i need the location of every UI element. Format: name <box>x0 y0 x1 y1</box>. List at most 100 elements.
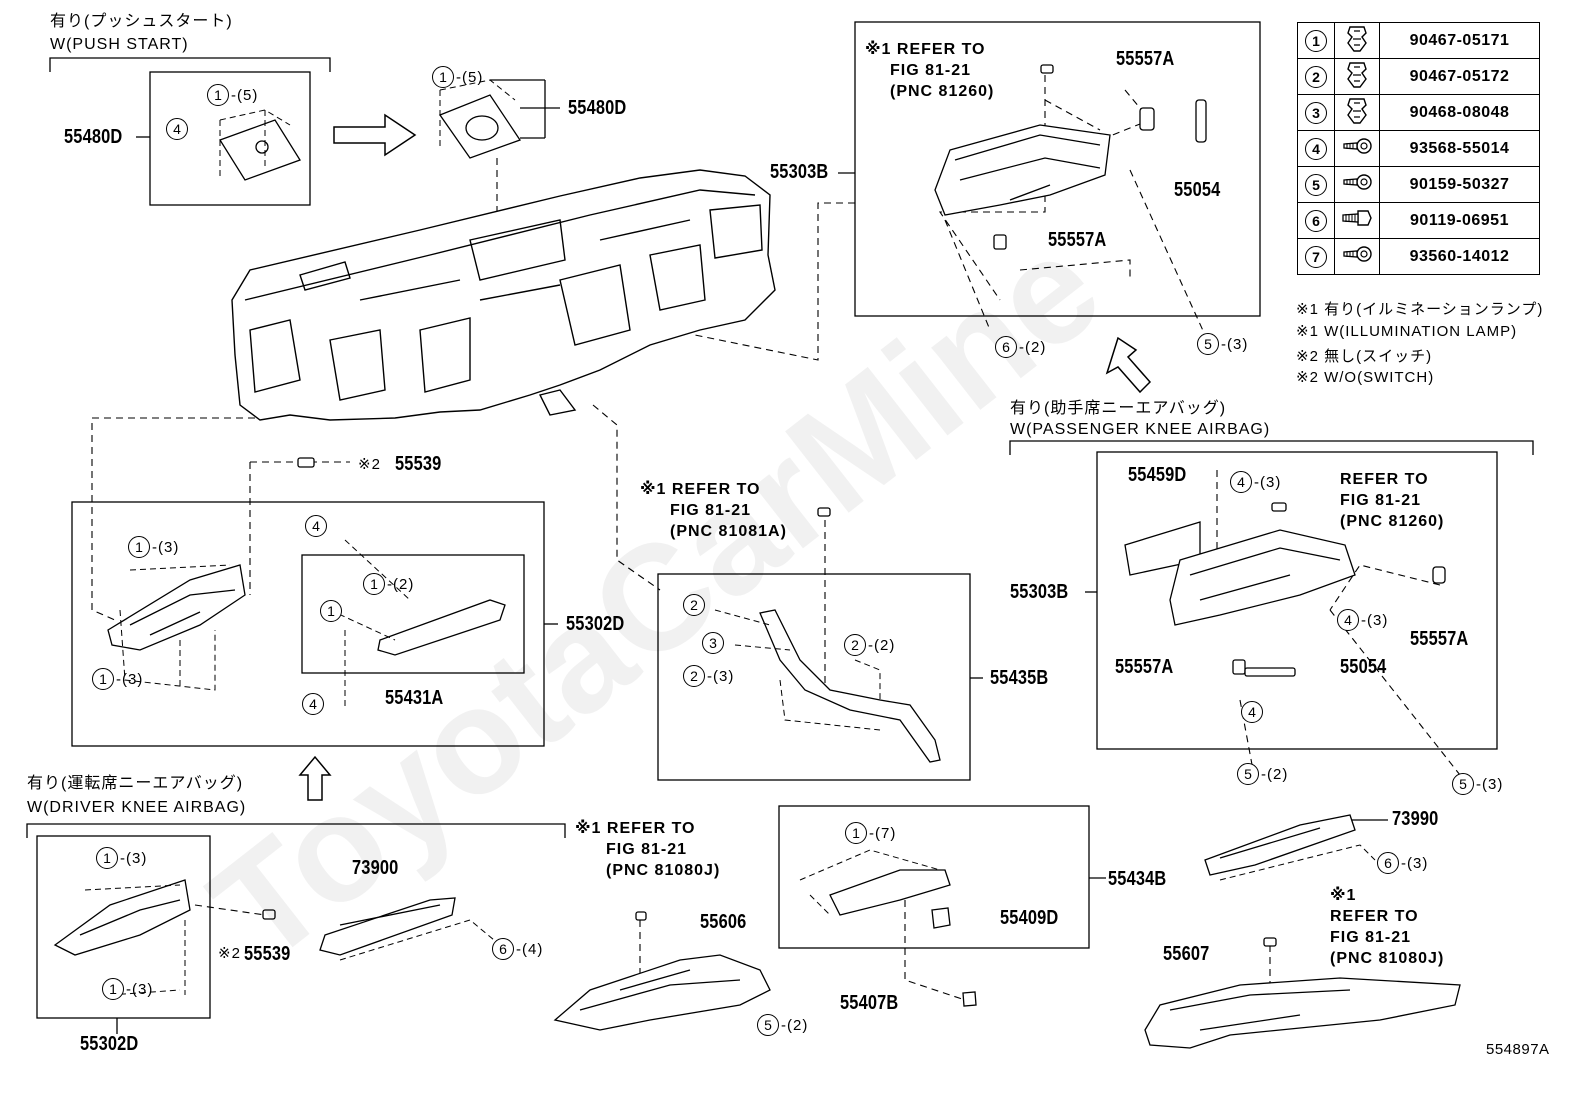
fastener-row[interactable]: 5 90159-50327 <box>1297 166 1540 203</box>
screw-icon <box>1334 130 1380 167</box>
fastener-part-number: 90467-05171 <box>1379 22 1540 59</box>
ref-81080J-line1[interactable]: ※1 REFER TO <box>575 820 696 837</box>
part-label-55302D-low[interactable]: 55302D <box>80 1033 139 1055</box>
part-label-55054-top[interactable]: 55054 <box>1174 179 1221 201</box>
fastener-row[interactable]: 1 90467-05171 <box>1297 22 1540 59</box>
box-push-start <box>149 71 311 206</box>
part-label-55557A-right2[interactable]: 55557A <box>1115 656 1174 678</box>
legend-line-2: ※1 W(ILLUMINATION LAMP) <box>1296 323 1518 340</box>
callout-6-3-airbag: 6-(3) <box>1377 852 1428 874</box>
part-label-55303B-top[interactable]: 55303B <box>770 161 829 183</box>
arrow-up-left <box>298 755 332 801</box>
part-label-55302D-mid[interactable]: 55302D <box>566 613 625 635</box>
knee-airbag-73900 <box>319 897 456 956</box>
ref-81081A-line3[interactable]: (PNC 81081A) <box>670 523 787 540</box>
legend-line-3: ※2 無し(スイッチ) <box>1296 348 1433 365</box>
part-label-55054-right[interactable]: 55054 <box>1340 656 1387 678</box>
fastener-index: 4 <box>1297 130 1335 167</box>
part-label-55607[interactable]: 55607 <box>1163 943 1210 965</box>
ref-81260b-line1[interactable]: REFER TO <box>1340 471 1429 488</box>
ref-81260-line1[interactable]: ※1 REFER TO <box>865 41 986 58</box>
box-55434B <box>778 805 1090 949</box>
fastener-index: 2 <box>1297 58 1335 95</box>
fastener-part-number: 93560-14012 <box>1379 238 1540 275</box>
ref-81080Jb-line2[interactable]: REFER TO <box>1330 908 1419 925</box>
callout-1-7-bracket: 1-(7) <box>845 822 896 844</box>
bolt-icon <box>1334 202 1380 239</box>
callout-1-3-upper-left: 1-(3) <box>128 536 179 558</box>
part-label-55431A[interactable]: 55431A <box>385 687 444 709</box>
note-driver-knee-en: W(DRIVER KNEE AIRBAG) <box>27 799 247 816</box>
fastener-index: 1 <box>1297 22 1335 59</box>
mark-switch-mid: ※2 <box>358 456 381 473</box>
bracket-55434B <box>829 869 951 916</box>
note-push-start-jp: 有り(プッシュスタート) <box>50 13 233 30</box>
callout-1-2-bolster: 1-(2) <box>363 573 414 595</box>
part-label-55407B[interactable]: 55407B <box>840 992 899 1014</box>
fastener-part-number: 93568-55014 <box>1379 130 1540 167</box>
ref-81260-line3[interactable]: (PNC 81260) <box>890 83 995 100</box>
part-label-55409D[interactable]: 55409D <box>1000 907 1059 929</box>
part-label-73900[interactable]: 73900 <box>352 857 399 879</box>
under-cover-55607 <box>1144 937 1461 1049</box>
ref-81080Jb-line4[interactable]: (PNC 81080J) <box>1330 950 1445 967</box>
pillar-trim <box>759 507 941 763</box>
part-label-55435B[interactable]: 55435B <box>990 667 1049 689</box>
part-label-55480D-top[interactable]: 55480D <box>568 97 627 119</box>
fastener-row[interactable]: 4 93568-55014 <box>1297 130 1540 167</box>
diagram-code: 554897A <box>1486 1041 1550 1058</box>
callout-4-bolster-bottom: 4 <box>302 693 324 715</box>
arrow-right <box>333 113 417 157</box>
ref-81080J-line3[interactable]: (PNC 81080J) <box>606 862 721 879</box>
ref-81080J-line2[interactable]: FIG 81-21 <box>606 841 688 858</box>
callout-1-5-bezel: 1-(5) <box>207 84 258 106</box>
fastener-index: 5 <box>1297 166 1335 203</box>
part-label-55539-mid[interactable]: 55539 <box>395 453 442 475</box>
box-glovebox-upper <box>854 21 1261 317</box>
ref-81081A-line2[interactable]: FIG 81-21 <box>670 502 752 519</box>
ref-81260b-line2[interactable]: FIG 81-21 <box>1340 492 1422 509</box>
callout-2-3-pillar: 2-(3) <box>683 665 734 687</box>
part-label-55434B[interactable]: 55434B <box>1108 868 1167 890</box>
ref-81080Jb-line3[interactable]: FIG 81-21 <box>1330 929 1412 946</box>
part-label-55303B-right[interactable]: 55303B <box>1010 581 1069 603</box>
fastener-index: 6 <box>1297 202 1335 239</box>
bezel-large <box>438 94 522 159</box>
cover-55407B <box>962 991 977 1007</box>
part-label-55557A-top1[interactable]: 55557A <box>1116 48 1175 70</box>
box-55435B <box>657 573 971 781</box>
callout-4-bolster-top: 4 <box>305 515 327 537</box>
callout-1-3-lower-left: 1-(3) <box>92 668 143 690</box>
callout-5-3-glovebox: 5-(3) <box>1452 773 1503 795</box>
fastener-row[interactable]: 7 93560-14012 <box>1297 238 1540 275</box>
fastener-part-number: 90119-06951 <box>1379 202 1540 239</box>
part-label-55480D-left[interactable]: 55480D <box>64 126 123 148</box>
callout-4-3-glovebox-top: 4-(3) <box>1230 471 1281 493</box>
under-cover-55606 <box>553 911 771 1031</box>
note-passenger-knee-jp: 有り(助手席ニーエアバッグ) <box>1010 400 1227 417</box>
fastener-index: 3 <box>1297 94 1335 131</box>
ref-81260-line2[interactable]: FIG 81-21 <box>890 62 972 79</box>
fastener-part-number: 90159-50327 <box>1379 166 1540 203</box>
mark-switch-low: ※2 <box>218 945 241 962</box>
callout-1-3-driver-bottom: 1-(3) <box>102 978 153 1000</box>
part-label-55557A-top2[interactable]: 55557A <box>1048 229 1107 251</box>
part-label-55539-low[interactable]: 55539 <box>244 943 291 965</box>
fastener-index: 7 <box>1297 238 1335 275</box>
arrow-up-right <box>1105 336 1152 394</box>
part-label-55557A-right[interactable]: 55557A <box>1410 628 1469 650</box>
screw-icon <box>1334 166 1380 203</box>
part-label-55606[interactable]: 55606 <box>700 911 747 933</box>
ref-81080Jb-line1[interactable]: ※1 <box>1330 887 1357 904</box>
callout-2-2-pillar: 2-(2) <box>844 634 895 656</box>
ref-81081A-line1[interactable]: ※1 REFER TO <box>640 481 761 498</box>
fastener-row[interactable]: 6 90119-06951 <box>1297 202 1540 239</box>
cover-55409D <box>931 907 951 929</box>
part-label-55459D[interactable]: 55459D <box>1128 464 1187 486</box>
callout-5-3-upper: 5-(3) <box>1197 333 1248 355</box>
part-label-73990[interactable]: 73990 <box>1392 808 1439 830</box>
ref-81260b-line3[interactable]: (PNC 81260) <box>1340 513 1445 530</box>
